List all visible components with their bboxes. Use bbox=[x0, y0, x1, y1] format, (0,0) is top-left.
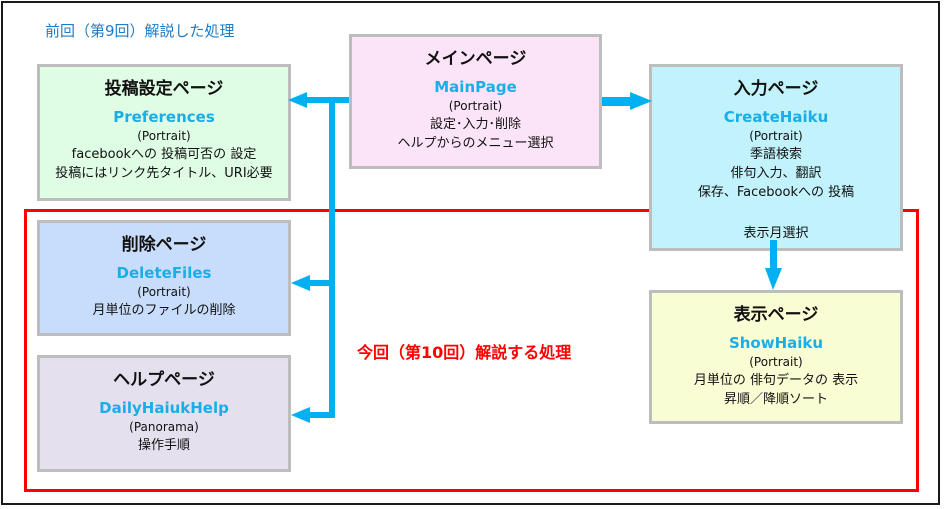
connector-trunk bbox=[329, 97, 335, 418]
month-selection-label: 表示月選択 bbox=[743, 226, 809, 241]
arrow-to-delete bbox=[291, 275, 310, 291]
page-title: メインページ bbox=[424, 49, 527, 69]
arrow-to-create bbox=[630, 92, 652, 110]
orientation: (Panorama) bbox=[129, 420, 199, 434]
description-line: 月単位の 俳句データの 表示 bbox=[693, 373, 859, 388]
page-title: 投稿設定ページ bbox=[104, 79, 224, 99]
class-name: MainPage bbox=[434, 78, 517, 96]
help-page-box: ヘルプページ DailyHaiukHelp (Panorama) 操作手順 bbox=[37, 355, 291, 472]
description-line: 投稿にはリンク先タイトル、URI必要 bbox=[55, 166, 273, 181]
page-title: 削除ページ bbox=[121, 235, 207, 255]
class-name: DailyHaiukHelp bbox=[99, 399, 229, 417]
description-line: 月単位のファイルの削除 bbox=[92, 303, 236, 318]
class-name: DeleteFiles bbox=[116, 264, 212, 282]
arrow-to-preferences bbox=[288, 92, 307, 108]
connector-show bbox=[770, 240, 777, 270]
arrow-to-help bbox=[291, 407, 310, 423]
page-title: 入力ページ bbox=[733, 79, 819, 99]
arrow-to-show bbox=[765, 268, 782, 290]
show-page-box: 表示ページ ShowHaiku (Portrait) 月単位の 俳句データの 表… bbox=[649, 290, 903, 424]
current-session-caption: 今回（第10回）解説する処理 bbox=[357, 343, 572, 362]
current-session-highlight bbox=[24, 209, 919, 492]
description-line: 操作手順 bbox=[137, 438, 190, 453]
description-line: 季語検索 bbox=[749, 147, 802, 162]
connector-help bbox=[305, 412, 335, 418]
description-line: 俳句入力、翻訳 bbox=[730, 166, 822, 181]
orientation: (Portrait) bbox=[448, 99, 503, 113]
description-line: ヘルプからのメニュー選択 bbox=[397, 136, 554, 151]
main-page-box: メインページ MainPage (Portrait) 設定･入力･削除 ヘルプか… bbox=[349, 34, 602, 169]
orientation: (Portrait) bbox=[749, 129, 803, 143]
page-title: ヘルプページ bbox=[113, 370, 215, 390]
class-name: ShowHaiku bbox=[728, 334, 824, 352]
description-line: 設定･入力･削除 bbox=[429, 117, 521, 132]
delete-page-box: 削除ページ DeleteFiles (Portrait) 月単位のファイルの削除 bbox=[37, 220, 291, 336]
connector-main-left bbox=[305, 97, 349, 103]
orientation: (Portrait) bbox=[749, 355, 803, 369]
preferences-page-box: 投稿設定ページ Preferences (Portrait) facebookへ… bbox=[37, 64, 291, 201]
connector-create bbox=[602, 97, 632, 106]
orientation: (Portrait) bbox=[137, 129, 191, 143]
page-title: 表示ページ bbox=[733, 305, 819, 325]
class-name: Preferences bbox=[113, 108, 215, 126]
description-line: 昇順／降順ソート bbox=[723, 392, 828, 407]
create-page-box: 入力ページ CreateHaiku (Portrait) 季語検索 俳句入力、翻… bbox=[649, 64, 903, 251]
description-line: 保存、Facebookへの 投稿 bbox=[697, 185, 855, 200]
class-name: CreateHaiku bbox=[723, 108, 829, 126]
description-line: facebookへの 投稿可否の 設定 bbox=[71, 147, 257, 162]
orientation: (Portrait) bbox=[137, 285, 191, 299]
previous-session-caption: 前回（第9回）解説した処理 bbox=[45, 22, 235, 40]
connector-delete bbox=[305, 280, 335, 286]
